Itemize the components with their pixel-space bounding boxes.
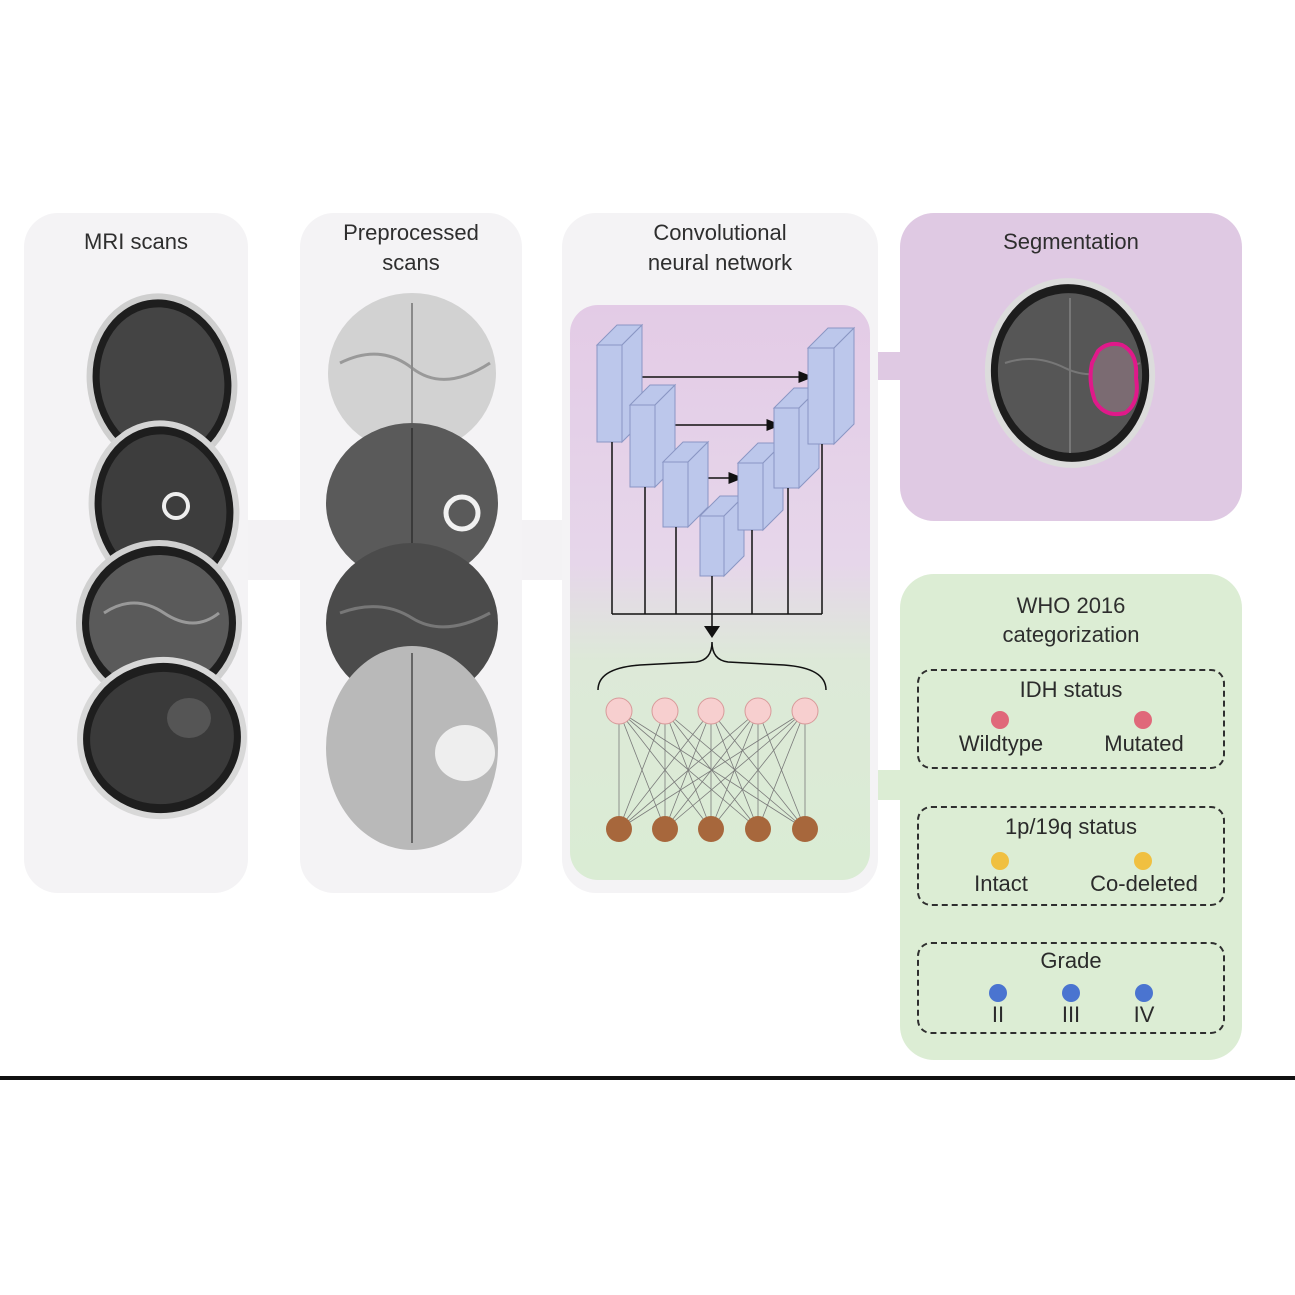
option-label: III <box>1041 1002 1101 1028</box>
grade-iv-dot <box>1135 984 1153 1002</box>
hidden-node <box>652 698 678 724</box>
segmentation-panel: Segmentation <box>900 213 1242 521</box>
codeletion-codeleted-dot <box>1134 852 1152 870</box>
output-node <box>698 816 724 842</box>
codeletion-status-box: 1p/19q status Intact Co-deleted <box>917 806 1225 906</box>
option-label: Mutated <box>1077 731 1211 757</box>
output-node <box>792 816 818 842</box>
hidden-node <box>698 698 724 724</box>
panel-title-line1: WHO 2016 <box>900 591 1242 621</box>
output-node <box>745 816 771 842</box>
option-label: Co-deleted <box>1077 871 1211 897</box>
who-categorization-panel: WHO 2016 categorization IDH status Wildt… <box>900 574 1242 1060</box>
hidden-node <box>745 698 771 724</box>
codeletion-intact-dot <box>991 852 1009 870</box>
group-title: 1p/19q status <box>919 814 1223 840</box>
idh-status-box: IDH status Wildtype Mutated <box>917 669 1225 769</box>
idh-mutated-dot <box>1134 711 1152 729</box>
option-label: Wildtype <box>934 731 1068 757</box>
output-node <box>606 816 632 842</box>
output-node <box>652 816 678 842</box>
grade-iii-dot <box>1062 984 1080 1002</box>
group-title: IDH status <box>919 677 1223 703</box>
segmented-brain-scan <box>900 213 1242 521</box>
grade-ii-dot <box>989 984 1007 1002</box>
idh-wildtype-dot <box>991 711 1009 729</box>
option-label: Intact <box>934 871 1068 897</box>
tumor-segmentation-outline <box>1091 344 1137 414</box>
option-label: IV <box>1114 1002 1174 1028</box>
grade-box: Grade II III IV <box>917 942 1225 1034</box>
hidden-node <box>792 698 818 724</box>
group-title: Grade <box>919 948 1223 974</box>
hidden-node <box>606 698 632 724</box>
panel-title-line2: categorization <box>900 620 1242 650</box>
option-label: II <box>968 1002 1028 1028</box>
bottom-divider <box>0 1076 1295 1080</box>
